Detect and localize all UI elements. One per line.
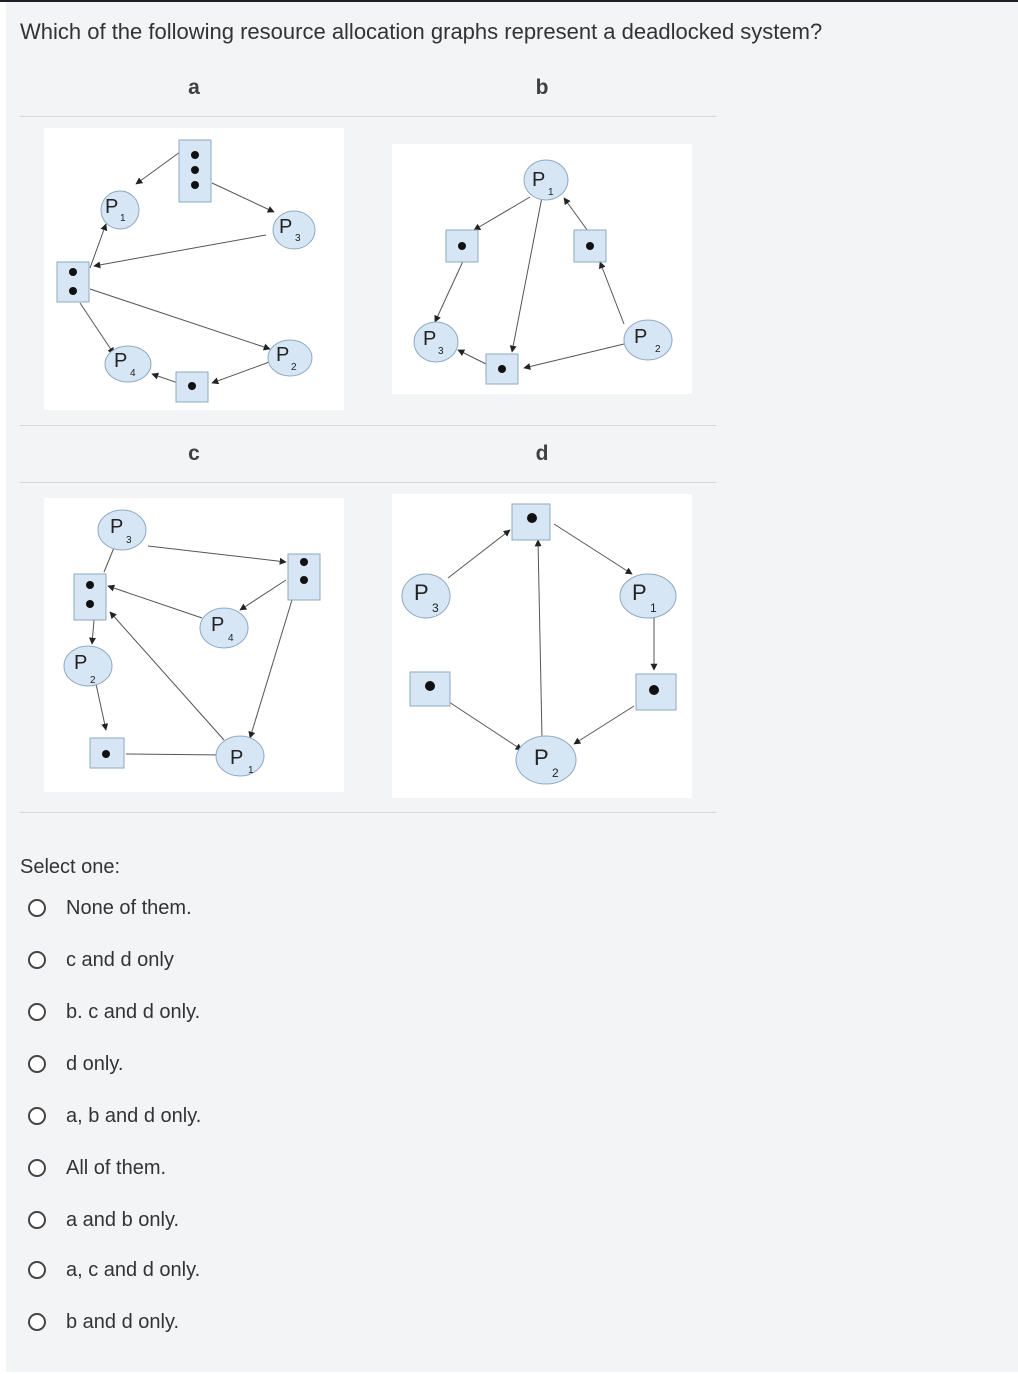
svg-text:P: P bbox=[634, 326, 647, 348]
option-label: a, b and d only. bbox=[66, 1104, 202, 1127]
radio-icon[interactable] bbox=[28, 1313, 46, 1331]
radio-icon[interactable] bbox=[28, 1107, 46, 1125]
option-a-b-and-d[interactable]: a, b and d only. bbox=[28, 1101, 201, 1131]
option-label: None of them. bbox=[66, 896, 192, 919]
graph-a: P 1 P 3 P 4 P 2 bbox=[44, 128, 344, 410]
svg-text:2: 2 bbox=[90, 675, 96, 686]
graph-a-label: a bbox=[188, 76, 200, 99]
svg-text:3: 3 bbox=[126, 535, 132, 546]
option-label: a, c and d only. bbox=[66, 1258, 201, 1281]
option-b-and-d[interactable]: b and d only. bbox=[28, 1307, 179, 1337]
svg-text:P: P bbox=[276, 344, 289, 366]
option-none[interactable]: None of them. bbox=[28, 893, 192, 923]
graph-b-diagram: P 1 P 3 P 2 bbox=[413, 159, 673, 385]
graph-c-label: c bbox=[188, 442, 200, 465]
graph-b-label: b bbox=[535, 76, 549, 99]
svg-text:P: P bbox=[279, 216, 292, 238]
svg-text:P: P bbox=[105, 196, 118, 218]
option-all[interactable]: All of them. bbox=[28, 1153, 166, 1183]
graph-a-edges bbox=[79, 151, 275, 385]
svg-text:P: P bbox=[532, 169, 545, 191]
svg-text:3: 3 bbox=[432, 601, 439, 615]
graph-c-diagram: P 3 P 2 P 4 P 1 bbox=[63, 509, 321, 777]
svg-text:2: 2 bbox=[655, 344, 661, 355]
svg-text:3: 3 bbox=[438, 346, 444, 357]
graph-b-processes: P 1 P 3 P 2 bbox=[413, 159, 673, 363]
svg-text:P: P bbox=[534, 745, 549, 770]
graph-a-diagram: P 1 P 3 P 4 P 2 bbox=[56, 139, 316, 403]
option-b-c-and-d[interactable]: b. c and d only. bbox=[28, 997, 200, 1027]
option-label: a and b only. bbox=[66, 1208, 180, 1231]
svg-text:P: P bbox=[114, 350, 127, 372]
option-a-and-b[interactable]: a and b only. bbox=[28, 1205, 179, 1235]
top-border bbox=[0, 0, 1018, 2]
graph-a-processes: P 1 P 3 P 4 P 2 bbox=[100, 190, 316, 383]
graph-a-resources bbox=[56, 139, 212, 403]
option-d-only[interactable]: d only. bbox=[28, 1049, 123, 1079]
graph-d-edges bbox=[445, 523, 658, 751]
graph-d-label: d bbox=[535, 442, 549, 465]
radio-icon[interactable] bbox=[28, 899, 46, 917]
graph-c-resources bbox=[73, 553, 321, 769]
svg-text:P: P bbox=[632, 580, 647, 605]
divider bbox=[20, 812, 716, 813]
graph-d: P 3 P 1 P 2 bbox=[392, 494, 692, 798]
svg-text:4: 4 bbox=[130, 368, 136, 379]
svg-text:1: 1 bbox=[548, 187, 554, 198]
graph-c-edges bbox=[89, 537, 293, 759]
svg-text:1: 1 bbox=[248, 765, 254, 776]
radio-icon[interactable] bbox=[28, 1055, 46, 1073]
svg-text:P: P bbox=[110, 516, 123, 538]
svg-text:1: 1 bbox=[120, 213, 126, 224]
graph-d-processes: P 3 P 1 P 2 bbox=[401, 573, 677, 785]
radio-icon[interactable] bbox=[28, 1159, 46, 1177]
option-c-and-d[interactable]: c and d only bbox=[28, 945, 174, 975]
graph-b-edges bbox=[434, 196, 625, 370]
svg-text:P: P bbox=[414, 580, 429, 605]
graph-d-diagram: P 3 P 1 P 2 bbox=[401, 503, 677, 785]
question-text: Which of the following resource allocati… bbox=[20, 19, 823, 44]
radio-icon[interactable] bbox=[28, 951, 46, 969]
svg-text:2: 2 bbox=[552, 766, 559, 780]
option-label: b and d only. bbox=[66, 1310, 180, 1333]
option-label: c and d only bbox=[66, 948, 174, 971]
svg-text:3: 3 bbox=[295, 233, 301, 244]
graph-c: P 3 P 2 P 4 P 1 bbox=[44, 498, 344, 792]
radio-icon[interactable] bbox=[28, 1003, 46, 1021]
divider bbox=[20, 116, 716, 117]
graph-b-resources bbox=[445, 229, 607, 385]
graph-c-processes: P 3 P 2 P 4 P 1 bbox=[63, 509, 265, 777]
graph-d-resources bbox=[409, 503, 677, 711]
svg-text:P: P bbox=[211, 614, 224, 636]
select-one-label: Select one: bbox=[20, 856, 121, 878]
radio-icon[interactable] bbox=[28, 1211, 46, 1229]
option-label: b. c and d only. bbox=[66, 1000, 201, 1023]
divider bbox=[20, 482, 716, 483]
svg-text:2: 2 bbox=[291, 362, 297, 373]
svg-text:P: P bbox=[230, 747, 243, 769]
option-a-c-and-d[interactable]: a, c and d only. bbox=[28, 1255, 200, 1285]
svg-text:P: P bbox=[74, 652, 87, 674]
option-label: All of them. bbox=[66, 1156, 167, 1179]
svg-text:P: P bbox=[423, 328, 436, 350]
radio-icon[interactable] bbox=[28, 1261, 46, 1279]
option-label: d only. bbox=[66, 1052, 124, 1075]
graph-b: P 1 P 3 P 2 bbox=[392, 144, 692, 394]
svg-text:1: 1 bbox=[650, 601, 657, 615]
svg-text:4: 4 bbox=[228, 633, 234, 644]
divider bbox=[20, 425, 716, 426]
